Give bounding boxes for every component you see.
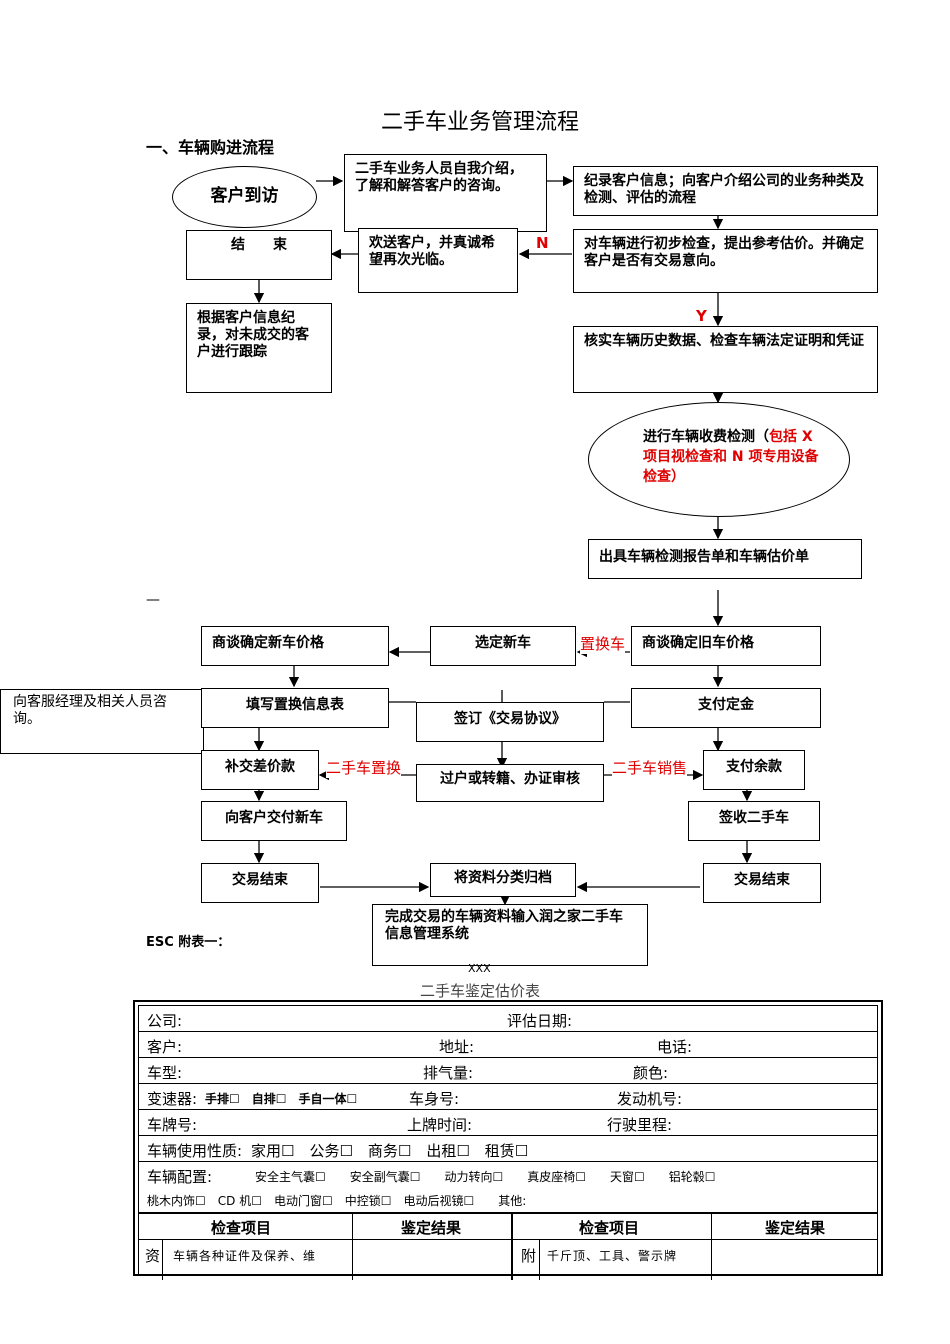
displacement-label: 排气量: [423,1064,474,1082]
xxx-mark: XXX [468,962,491,975]
deal-end-right-box: 交易结束 [703,863,821,903]
swap-label: 二手车置换 [326,757,402,778]
form-row-company: 公司: 评估日期: [139,1006,877,1032]
pay-balance-box: 支付余款 [703,750,805,790]
verify-history-box: 核实车辆历史数据、检查车辆法定证明和凭证 [573,326,878,393]
address-label: 地址: [439,1038,475,1056]
follow-up-box: 根据客户信息纪录，对未成交的客户进行跟踪 [186,303,332,393]
customer-visit-node: 客户到访 [172,166,317,228]
system-input-box: 完成交易的车辆资料输入润之家二手车信息管理系统 [372,904,648,966]
sale-label: 二手车销售 [612,757,688,778]
row-tag-1: 资 [145,1247,161,1265]
gearbox-label: 变速器: [147,1090,198,1108]
usage-options: 家用☐ 公务☐ 商务☐ 出租☐ 租赁☐ [251,1142,529,1160]
report-box: 出具车辆检测报告单和车辆估价单 [588,539,862,579]
inspect-item-2: 千斤顶、工具、警示牌 [547,1249,678,1263]
inspect-item-header-2: 检查项目 [579,1219,640,1237]
fill-exchange-form-box: 填写置换信息表 [201,688,389,728]
body-number-label: 车身号: [409,1090,460,1108]
customer-label: 客户: [147,1038,183,1056]
yes-label: Y [696,307,707,325]
form-row-config: 车辆配置: 安全主气囊☐ 安全副气囊☐ 动力转向☐ 真皮座椅☐ 天窗☐ 铝轮毂☐… [139,1162,877,1213]
form-row-plate: 车牌号: 上牌时间: 行驶里程: [139,1110,877,1136]
config-options-2: 桃木内饰☐ CD 机☐ 电动门窗☐ 中控锁☐ 电动后视镜☐ 其他: [147,1194,527,1208]
paid-inspection-text: 进行车辆收费检测（ [643,429,769,445]
eval-date-label: 评估日期: [507,1012,573,1030]
config-options-1: 安全主气囊☐ 安全副气囊☐ 动力转向☐ 真皮座椅☐ 天窗☐ 铝轮毂☐ [255,1170,716,1184]
transfer-box: 过户或转籍、办证审核 [416,764,604,802]
row-tag-2: 附 [521,1247,537,1265]
color-label: 颜色: [633,1064,669,1082]
model-label: 车型: [147,1064,183,1082]
plate-label: 车牌号: [147,1116,198,1134]
sign-used-car-box: 签收二手车 [688,801,820,841]
esc-appendix-label: ESC 附表一： [146,935,231,950]
config-label: 车辆配置: [147,1168,213,1186]
company-label: 公司: [147,1012,183,1030]
result-header-1: 鉴定结果 [401,1219,462,1237]
form-row-gearbox: 变速器: 手排☐ 自排☐ 手自一体☐ 车身号: 发动机号: [139,1084,877,1110]
deposit-box: 支付定金 [631,688,821,728]
form-row-customer: 客户: 地址: 电话: [139,1032,877,1058]
deliver-new-car-box: 向客户交付新车 [201,801,347,841]
inspect-item-1: 车辆各种证件及保养、维 [173,1249,317,1263]
paid-inspection-detail: 包括 X 项目视检查和 N 项专用设备检查） [643,429,819,485]
mileage-label: 行驶里程: [607,1116,673,1134]
inspection-grid: 检查项目 鉴定结果 检查项目 鉴定结果 资 车辆各种证件及保养、维 附 千斤顶、… [139,1212,877,1280]
appraisal-form: 公司: 评估日期: 客户: 地址: 电话: 车型: 排气量: 颜色: 变速器: … [133,1000,883,1280]
register-time-label: 上牌时间: [407,1116,473,1134]
appraisal-form-inner: 公司: 评估日期: 客户: 地址: 电话: 车型: 排气量: 颜色: 变速器: … [138,1005,878,1280]
form-row-model: 车型: 排气量: 颜色: [139,1058,877,1084]
paid-inspection-node: 进行车辆收费检测（包括 X 项目视检查和 N 项专用设备检查） [588,402,850,517]
end-box: 结 束 [186,230,332,280]
intro-consult-box: 二手车业务人员自我介绍，了解和解答客户的咨询。 [344,154,547,232]
select-new-car-box: 选定新车 [430,626,576,666]
section-heading: 一、车辆购进流程 [146,138,275,157]
deal-end-left-box: 交易结束 [201,863,319,903]
engine-number-label: 发动机号: [617,1090,683,1108]
appraisal-table-title: 二手车鉴定估价表 [419,982,540,1000]
used-car-price-box: 商谈确定旧车价格 [631,626,821,666]
sign-agreement-box: 签订《交易协议》 [416,702,604,742]
usage-label: 车辆使用性质: [147,1142,243,1160]
new-car-price-box: 商谈确定新车价格 [201,626,389,666]
inspect-item-header-1: 检查项目 [211,1219,272,1237]
initial-inspection-box: 对车辆进行初步检查，提出参考估价。并确定客户是否有交易意向。 [573,229,878,293]
farewell-box: 欢送客户，并真诚希望再次光临。 [358,228,518,293]
form-row-usage: 车辆使用性质: 家用☐ 公务☐ 商务☐ 出租☐ 租赁☐ [139,1136,877,1162]
dash-mark: — [146,592,160,608]
page-title: 二手车业务管理流程 [380,110,579,135]
consult-manager-box: 向客服经理及相关人员咨询。 [0,689,204,754]
record-info-box: 纪录客户信息；向客户介绍公司的业务种类及检测、评估的流程 [573,166,878,216]
gearbox-options: 手排☐ 自排☐ 手自一体☐ [205,1092,358,1106]
result-header-2: 鉴定结果 [765,1219,826,1237]
phone-label: 电话: [657,1038,693,1056]
pay-difference-box: 补交差价款 [201,750,319,790]
no-label: N [536,234,549,252]
trade-in-label: 置换车 [580,633,626,654]
archive-box: 将资料分类归档 [430,863,576,897]
